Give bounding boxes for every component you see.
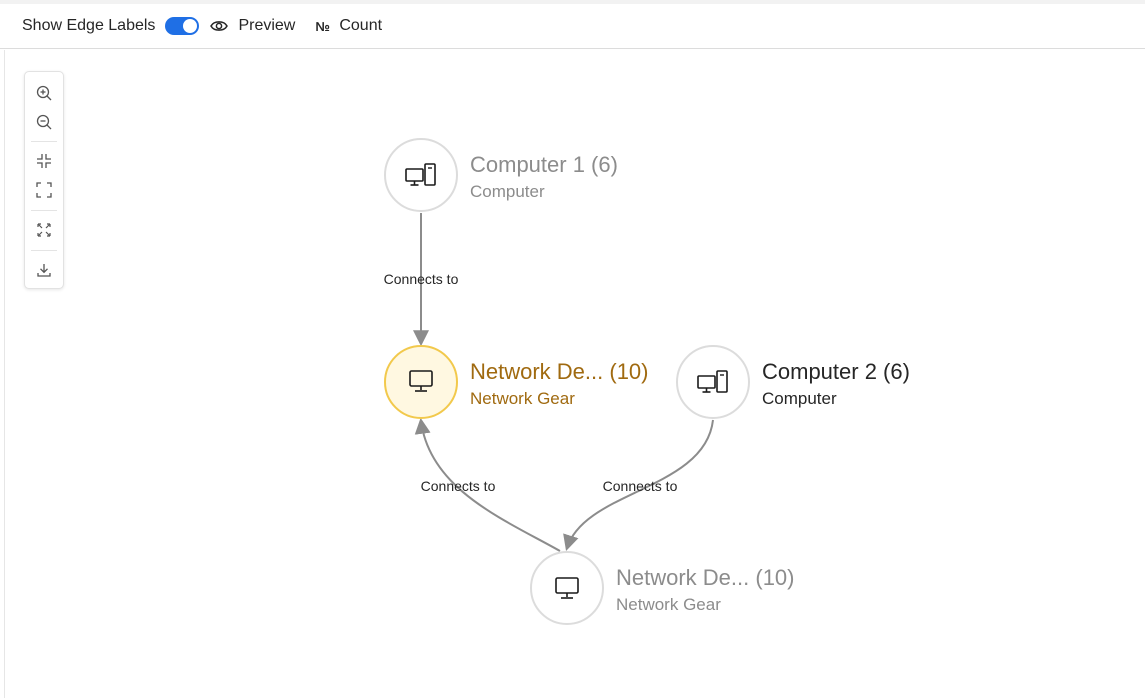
toggle-knob	[183, 19, 198, 33]
node-computer-1[interactable]: Computer 1 (6) Computer	[384, 138, 618, 212]
edge-label: Connects to	[384, 271, 459, 287]
node-title: Computer 2 (6)	[762, 359, 910, 384]
graph-canvas[interactable]	[4, 50, 1145, 698]
edge-computer2-network2[interactable]	[563, 419, 714, 552]
download-icon	[37, 264, 51, 277]
edge-label: Connects to	[421, 478, 496, 494]
toolbar: Show Edge Labels Preview № Count	[0, 4, 1145, 49]
edge-network2-network1[interactable]	[414, 417, 561, 552]
preview-button[interactable]: Preview	[210, 17, 295, 35]
show-edge-labels-toggle[interactable]	[165, 17, 200, 35]
zoom-in-icon	[36, 85, 52, 101]
fullscreen-button[interactable]	[25, 177, 63, 203]
node-title: Network De... (10)	[470, 359, 649, 384]
node-subtitle: Network Gear	[616, 595, 721, 614]
node-subtitle: Computer	[762, 389, 837, 408]
count-label: Count	[339, 17, 383, 34]
controls-divider	[31, 250, 57, 251]
count-button[interactable]: № Count	[315, 17, 382, 35]
preview-label: Preview	[238, 17, 296, 34]
zoom-out-button[interactable]	[25, 109, 63, 135]
monitor-icon	[555, 577, 579, 599]
node-title: Network De... (10)	[616, 565, 795, 590]
canvas-controls	[24, 71, 64, 289]
numero-icon: №	[315, 18, 330, 34]
node-title: Computer 1 (6)	[470, 152, 618, 177]
fit-view-icon	[37, 154, 51, 168]
top-strip	[0, 0, 1145, 4]
node-subtitle: Network Gear	[470, 389, 575, 408]
node-network-device-2[interactable]: Network De... (10) Network Gear	[530, 551, 795, 625]
computer-tower-icon	[697, 370, 728, 393]
auto-layout-icon	[37, 223, 51, 237]
eye-icon	[210, 21, 229, 31]
auto-layout-button[interactable]	[25, 217, 63, 243]
node-subtitle: Computer	[470, 182, 545, 201]
monitor-icon	[409, 370, 433, 392]
download-button[interactable]	[25, 257, 63, 283]
zoom-out-icon	[36, 114, 52, 130]
computer-tower-icon	[405, 163, 436, 186]
fit-view-button[interactable]	[25, 148, 63, 174]
zoom-in-button[interactable]	[25, 80, 63, 106]
fullscreen-icon	[36, 182, 52, 198]
edge-label: Connects to	[603, 478, 678, 494]
node-network-device-selected[interactable]: Network De... (10) Network Gear	[384, 345, 649, 419]
node-computer-2[interactable]: Computer 2 (6) Computer	[676, 345, 910, 419]
controls-divider	[31, 210, 57, 211]
show-edge-labels-label: Show Edge Labels	[22, 17, 156, 34]
controls-divider	[31, 141, 57, 142]
